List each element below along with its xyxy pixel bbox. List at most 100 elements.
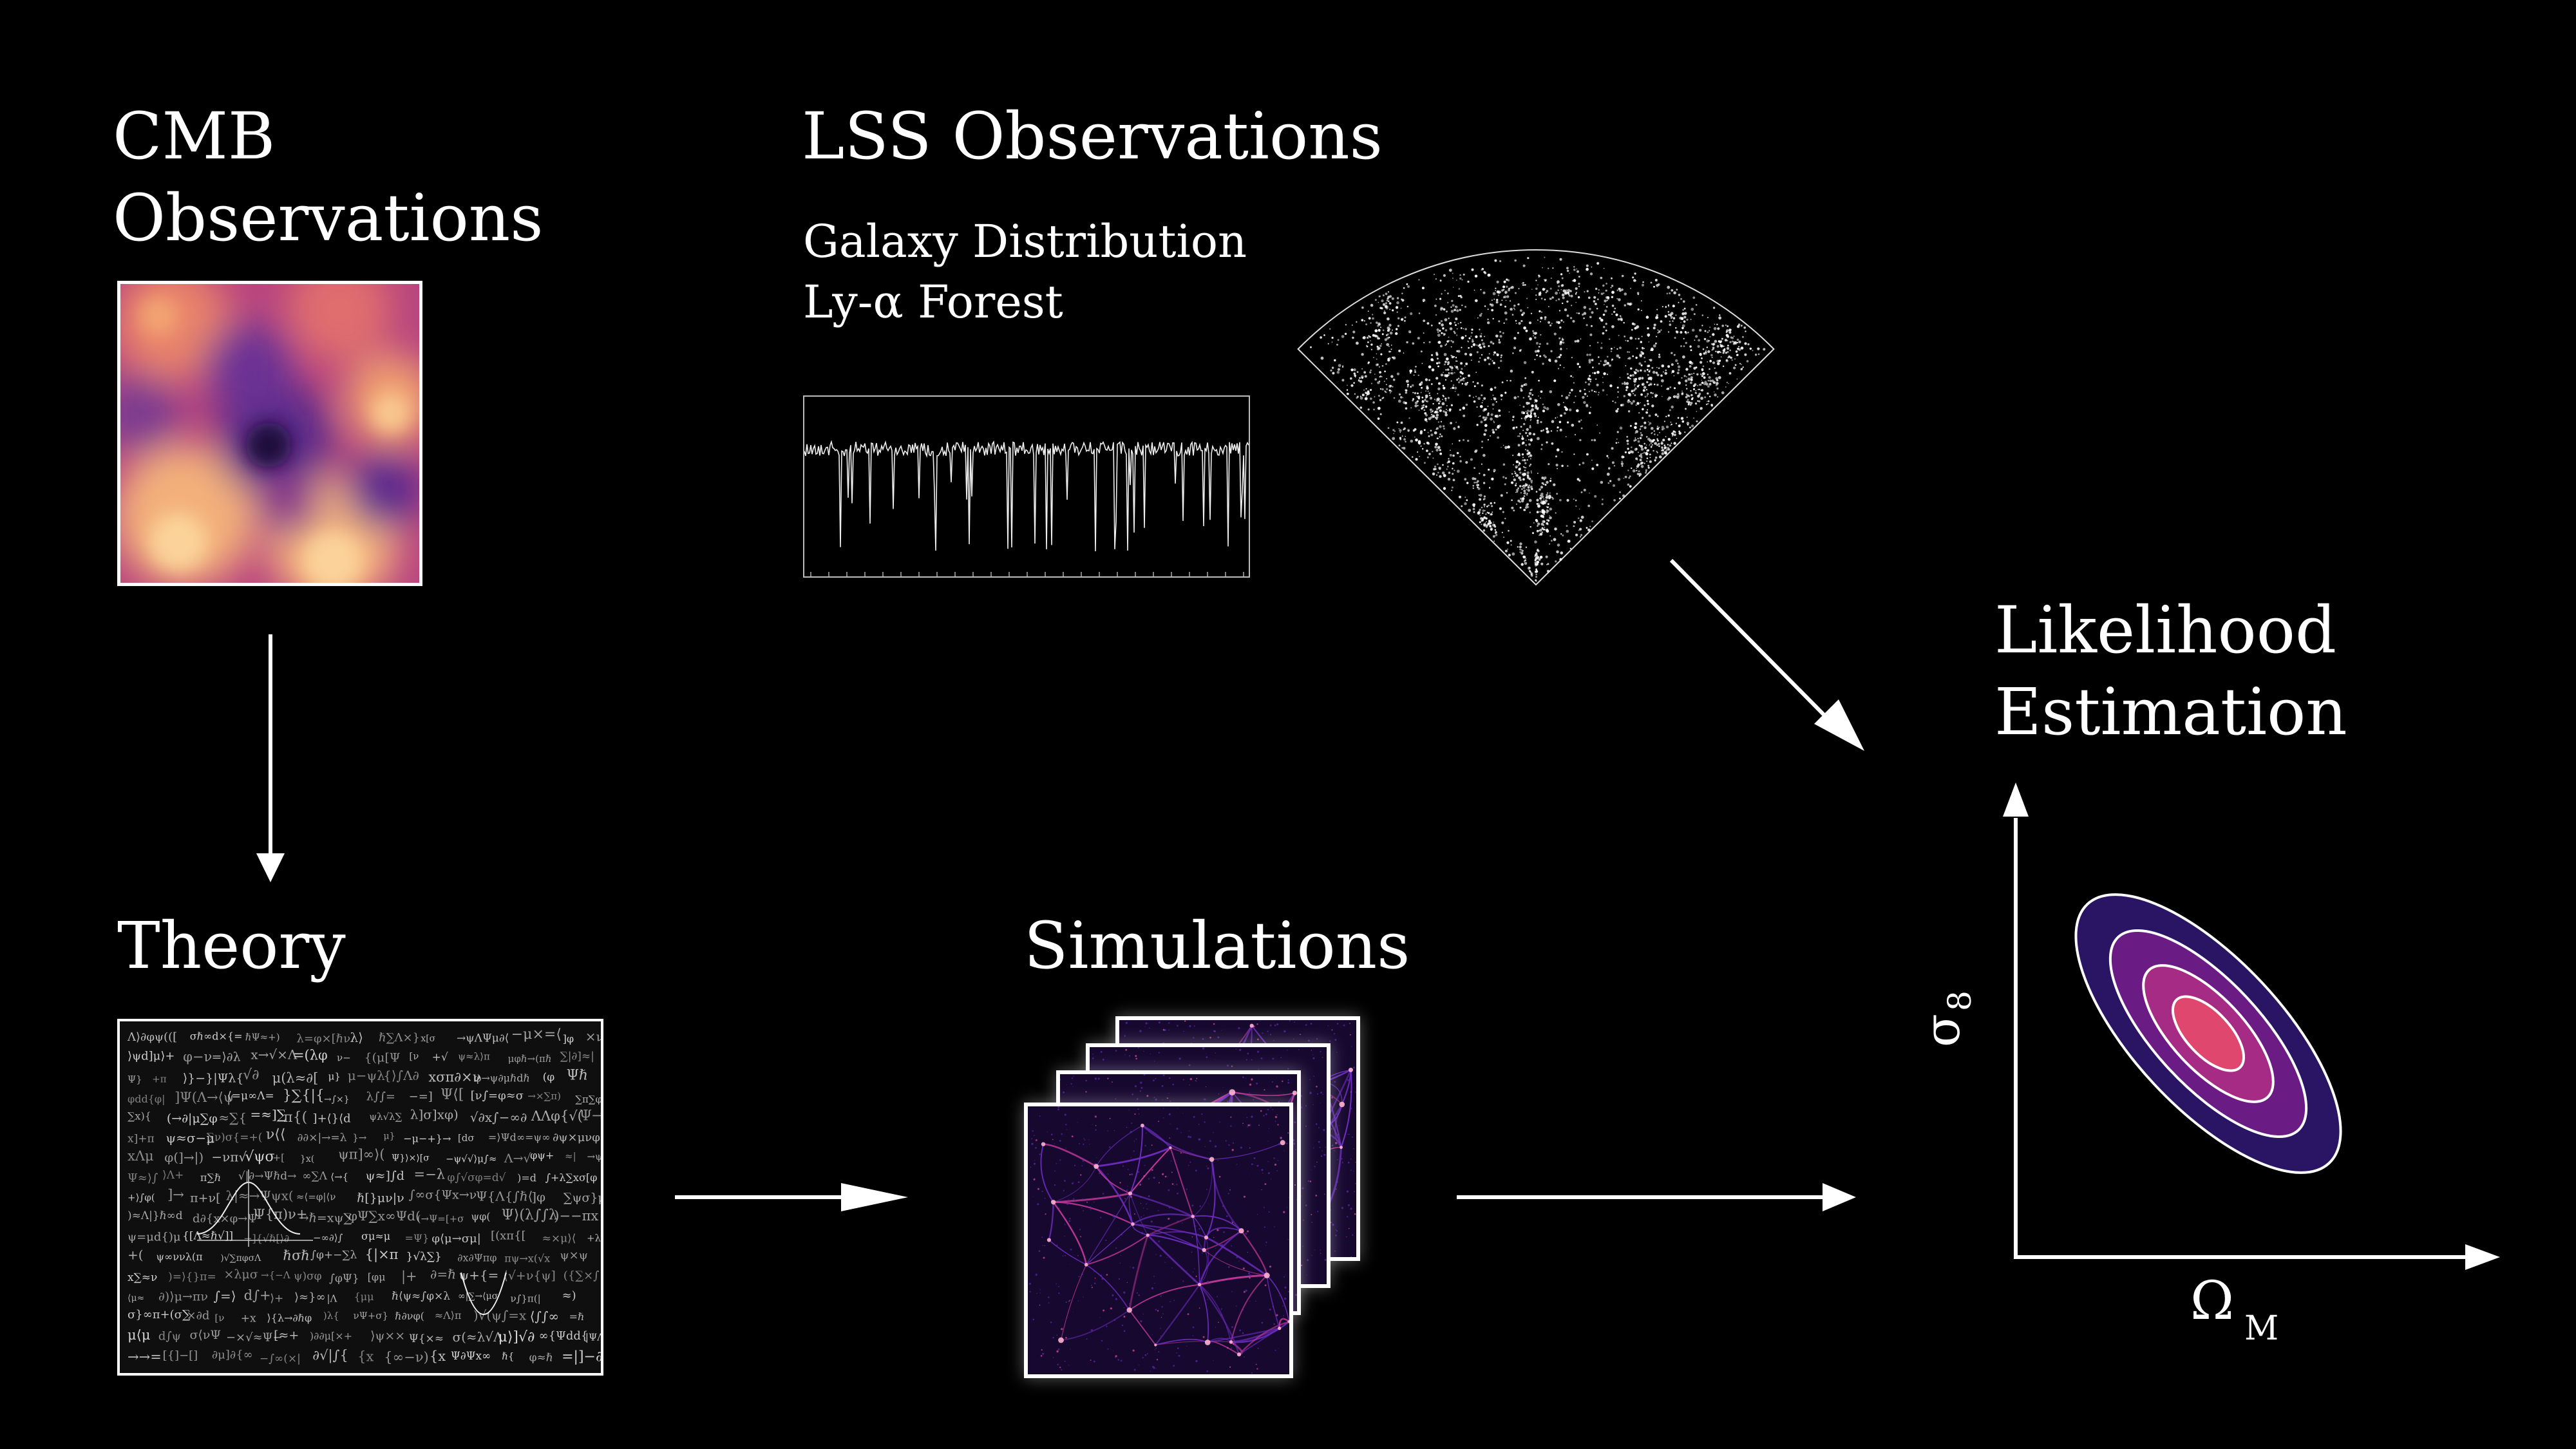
svg-text:≈Λ⟩π: ≈Λ⟩π bbox=[435, 1309, 462, 1321]
svg-text:μ}: μ} bbox=[384, 1131, 395, 1141]
svg-text:λ=φ×[ℏν: λ=φ×[ℏν bbox=[296, 1032, 350, 1046]
likelihood-contours bbox=[2074, 893, 2342, 1174]
svg-text:−μ×=⟨: −μ×=⟨ bbox=[511, 1027, 562, 1043]
svg-text:∂ψ×μνφ)→: ∂ψ×μνφ)→ bbox=[553, 1131, 603, 1144]
svg-text:ψ≈σ−μ: ψ≈σ−μ bbox=[166, 1130, 214, 1146]
svg-text:ΛΛφ{√(: ΛΛφ{√( bbox=[531, 1108, 583, 1124]
svg-text:∂μ]∂{∞: ∂μ]∂{∞ bbox=[212, 1349, 253, 1362]
svg-text:=≈]∑: =≈]∑ bbox=[250, 1106, 286, 1122]
simulations-title: Simulations bbox=[1024, 908, 1410, 983]
svg-text:xΛμ: xΛμ bbox=[128, 1148, 154, 1164]
svg-text:∫=⟩: ∫=⟩ bbox=[214, 1288, 236, 1303]
svg-text:⟨=μ∞Λ=: ⟨=μ∞Λ= bbox=[227, 1090, 274, 1103]
svg-text:Ψ≈⟩∫: Ψ≈⟩∫ bbox=[128, 1171, 158, 1185]
svg-text:Ψ{π)ν+: Ψ{π)ν+ bbox=[253, 1206, 307, 1222]
svg-text:Ψ∂Ψx∞: Ψ∂Ψx∞ bbox=[451, 1350, 491, 1363]
simulation-stack bbox=[1024, 1011, 1397, 1378]
arrow-theory-to-simulations bbox=[675, 1183, 908, 1211]
svg-text:∂)⟩μ→πν: ∂)⟩μ→πν bbox=[158, 1289, 208, 1303]
svg-text:+x: +x bbox=[241, 1312, 256, 1325]
svg-text:=ℏ: =ℏ bbox=[569, 1311, 585, 1323]
svg-text:)√(ψ∫=x: )√(ψ∫=x bbox=[473, 1308, 527, 1323]
svg-text:]→: ]→ bbox=[167, 1187, 184, 1202]
svg-text:[ν: [ν bbox=[214, 1312, 224, 1323]
svg-text:ν∫}π(|: ν∫}π(| bbox=[510, 1293, 540, 1304]
y-axis-arrowhead bbox=[2003, 782, 2029, 817]
svg-text:→∫×}: →∫×} bbox=[324, 1095, 350, 1105]
svg-text:[{]−[]: [{]−[] bbox=[163, 1349, 198, 1362]
svg-text:λ∫∫=: λ∫∫= bbox=[366, 1090, 395, 1103]
svg-text:π∑ℏ: π∑ℏ bbox=[200, 1171, 221, 1184]
svg-text:∑ν)σ{=+(: ∑ν)σ{=+( bbox=[207, 1132, 263, 1144]
svg-text:∫φ+−∑λ: ∫φ+−∑λ bbox=[310, 1249, 357, 1262]
svg-text:}→: }→ bbox=[352, 1132, 367, 1143]
svg-text:{x: {x bbox=[357, 1349, 374, 1365]
svg-text:φψ+: φψ+ bbox=[530, 1150, 554, 1162]
svg-text:φdd{φ|: φdd{φ| bbox=[128, 1093, 165, 1105]
svg-text:{|×π: {|×π bbox=[365, 1247, 399, 1263]
svg-text:λ⟩: λ⟩ bbox=[350, 1030, 363, 1045]
svg-text:φ⟨μ→σμ|: φ⟨μ→σμ| bbox=[431, 1232, 480, 1245]
x-axis-label-subscript: M bbox=[2244, 1309, 2278, 1348]
svg-text:{x: {x bbox=[430, 1349, 446, 1364]
svg-text:|+: |+ bbox=[401, 1269, 417, 1285]
svg-text:Λ→√: Λ→√ bbox=[504, 1151, 532, 1166]
svg-text:ψ≈]∫d: ψ≈]∫d bbox=[366, 1169, 404, 1183]
svg-text:{μμ: {μμ bbox=[354, 1291, 374, 1303]
svg-text:ψ∞ννλ(π: ψ∞ννλ(π bbox=[156, 1251, 202, 1263]
cmb-map-icon bbox=[120, 284, 419, 583]
svg-text:−μ−+}→: −μ−+}→ bbox=[403, 1133, 451, 1145]
svg-text:ψφ(: ψφ( bbox=[471, 1211, 491, 1223]
svg-text:x[σ: x[σ bbox=[421, 1034, 435, 1044]
svg-text:Ψ{Λ{∫ℏ⟨: Ψ{Λ{∫ℏ⟨ bbox=[476, 1189, 533, 1204]
svg-text:→ψd⟨−∂: →ψd⟨−∂ bbox=[587, 1151, 603, 1162]
svg-text:Ψ{×≈: Ψ{×≈ bbox=[409, 1332, 444, 1345]
svg-text:π{(: π{( bbox=[283, 1110, 307, 1126]
svg-text:→ℏ=xψ∑: →ℏ=xψ∑ bbox=[299, 1211, 353, 1226]
svg-text:Λ⟩∂φψ(([: Λ⟩∂φψ(([ bbox=[127, 1030, 177, 1044]
svg-text:∞{Ψdd{: ∞{Ψdd{ bbox=[539, 1329, 589, 1343]
svg-text:πψ→x(√x: πψ→x(√x bbox=[504, 1253, 550, 1265]
svg-text:μ⟩]√∂: μ⟩]√∂ bbox=[498, 1329, 535, 1345]
svg-text:∂x∂Ψπφ: ∂x∂Ψπφ bbox=[457, 1252, 497, 1264]
svg-text:({∑×∫: ({∑×∫ bbox=[564, 1269, 600, 1283]
svg-text:→×∑π): →×∑π) bbox=[527, 1090, 561, 1102]
svg-text:[(xπ{[: [(xπ{[ bbox=[491, 1229, 526, 1242]
svg-text:[ν∫=φ≈σ: [ν∫=φ≈σ bbox=[471, 1089, 524, 1103]
arrow-cmb-to-theory bbox=[256, 634, 285, 882]
svg-text:d∫+: d∫+ bbox=[244, 1288, 271, 1303]
svg-text:∞∑Λ: ∞∑Λ bbox=[302, 1170, 327, 1182]
svg-text:+(: +( bbox=[128, 1247, 144, 1262]
svg-text:⟨√+ν{ψ]: ⟨√+ν{ψ] bbox=[503, 1269, 555, 1283]
svg-text:Ψ⟨[: Ψ⟨[ bbox=[440, 1087, 464, 1103]
svg-text:φ≈ℏ: φ≈ℏ bbox=[529, 1352, 553, 1365]
svg-text:√|∂→Ψℏd→: √|∂→Ψℏd→ bbox=[238, 1170, 297, 1182]
svg-text:ψλ√λ∑: ψλ√λ∑ bbox=[369, 1111, 402, 1122]
svg-text:⟩{λ→∂ℏφ: ⟩{λ→∂ℏφ bbox=[267, 1312, 312, 1324]
likelihood-title: Likelihood Estimation bbox=[1994, 592, 2347, 750]
svg-text:∂∂×|→=λ: ∂∂×|→=λ bbox=[298, 1132, 347, 1144]
arrow-simulations-to-likelihood bbox=[1457, 1183, 1856, 1211]
svg-text:ℏ∑Λ×}: ℏ∑Λ×} bbox=[379, 1031, 420, 1045]
svg-text:ψ=μd{)μ: ψ=μd{)μ bbox=[128, 1230, 181, 1244]
y-axis-label-subscript: 8 bbox=[1941, 990, 1978, 1011]
arrow-lss-to-likelihood bbox=[1669, 558, 1864, 751]
svg-text:)=⟩{}π=: )=⟩{}π= bbox=[168, 1271, 216, 1283]
svg-text:}√λ∑}: }√λ∑} bbox=[406, 1250, 442, 1263]
svg-text:∂√|∫{: ∂√|∫{ bbox=[312, 1348, 348, 1364]
svg-text:→ψΛΨμ∂⟨: →ψΛΨμ∂⟨ bbox=[457, 1032, 509, 1045]
svg-text:√ψσ: √ψσ bbox=[245, 1149, 274, 1165]
svg-text:}∑{|{: }∑{|{ bbox=[283, 1088, 325, 1104]
svg-text:⟩Λ+: ⟩Λ+ bbox=[162, 1169, 184, 1182]
cmb-map-image bbox=[117, 281, 422, 586]
svg-text:μφℏ→(πℏ: μφℏ→(πℏ bbox=[508, 1053, 552, 1065]
galaxy-survey-wedge-icon bbox=[1297, 249, 1775, 586]
svg-text:−×√≈Ψ−: −×√≈Ψ− bbox=[226, 1331, 283, 1344]
svg-text:⟩+: ⟩+ bbox=[270, 1292, 283, 1305]
svg-text:ℏσℏ: ℏσℏ bbox=[283, 1247, 310, 1263]
svg-text:≈|: ≈| bbox=[565, 1150, 576, 1162]
svg-text:μ⟨μ: μ⟨μ bbox=[128, 1327, 151, 1343]
svg-text:→→=: →→= bbox=[128, 1349, 162, 1365]
svg-text:√∂: √∂ bbox=[243, 1067, 259, 1083]
